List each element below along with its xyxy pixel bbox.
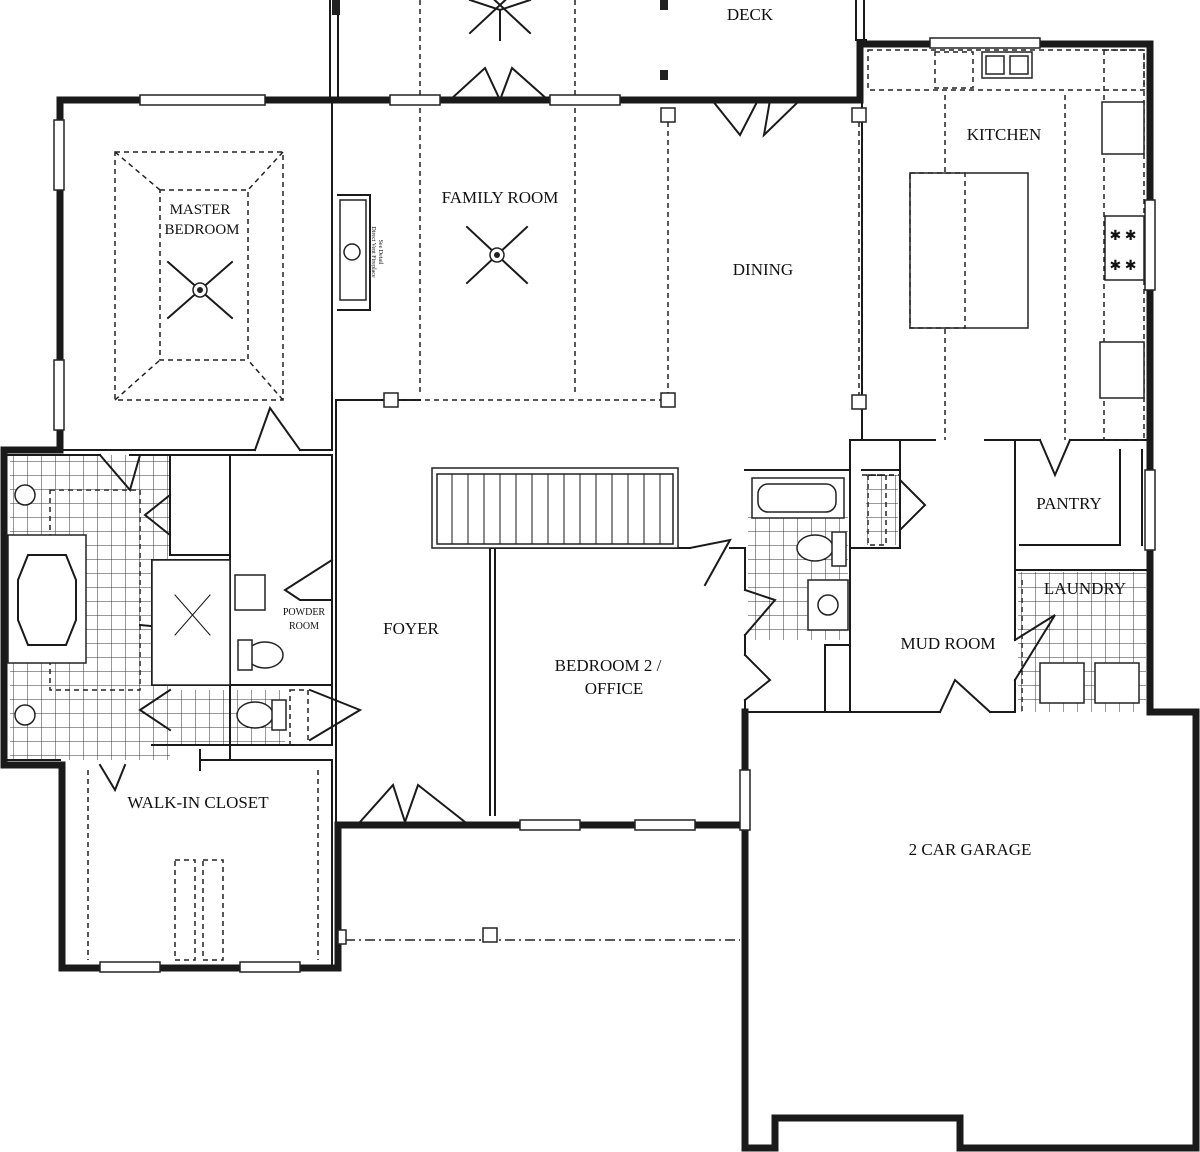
- ceiling-fan-icon: [166, 260, 234, 320]
- foyer-label: FOYER: [383, 619, 439, 638]
- master-bedroom-label-2: BEDROOM: [164, 222, 239, 238]
- staircase: [431, 467, 679, 549]
- bedroom2-label: BEDROOM 2 /: [555, 656, 662, 675]
- bedroom2-label-2: OFFICE: [585, 679, 644, 698]
- ceiling-fan-icon: [468, 0, 532, 35]
- kitchen-label: KITCHEN: [967, 125, 1042, 144]
- ceiling-fan-icon: [465, 225, 529, 285]
- powder-room-label-2: ROOM: [289, 621, 319, 632]
- room-labels: KITCHEN FAMILY ROOM MASTER BEDROOM DININ…: [127, 125, 1126, 859]
- windows: [53, 37, 1156, 973]
- svg-text:✱ ✱: ✱ ✱: [1110, 259, 1137, 274]
- closet-rods: [174, 474, 900, 961]
- doors: [98, 66, 1072, 826]
- deck-label: DECK: [727, 5, 774, 24]
- tile-floors: [10, 455, 1146, 760]
- laundry-label: LAUNDRY: [1044, 579, 1126, 598]
- tray-ceiling: [114, 151, 284, 401]
- bath-fixtures: [7, 474, 1140, 746]
- kitchen-fixtures: ✱ ✱ ✱ ✱: [867, 49, 1145, 441]
- pantry-label: PANTRY: [1036, 494, 1102, 513]
- fireplace-note: Direct Vent Fireplace: [370, 226, 376, 278]
- fireplace-icon: [339, 199, 367, 301]
- walk-in-closet-label: WALK-IN CLOSET: [127, 793, 269, 812]
- master-bedroom-label: MASTER: [170, 202, 231, 218]
- garage-label: 2 CAR GARAGE: [909, 840, 1032, 859]
- svg-text:✱ ✱: ✱ ✱: [1110, 229, 1137, 244]
- fireplace-note-2: See Detail: [377, 240, 383, 265]
- exterior-walls: [0, 40, 1200, 1152]
- powder-room-label: POWDER: [283, 607, 326, 618]
- mud-room-label: MUD ROOM: [901, 634, 996, 653]
- family-room-label: FAMILY ROOM: [442, 188, 559, 207]
- deck: DECK: [329, 0, 867, 395]
- dining-label: DINING: [733, 260, 793, 279]
